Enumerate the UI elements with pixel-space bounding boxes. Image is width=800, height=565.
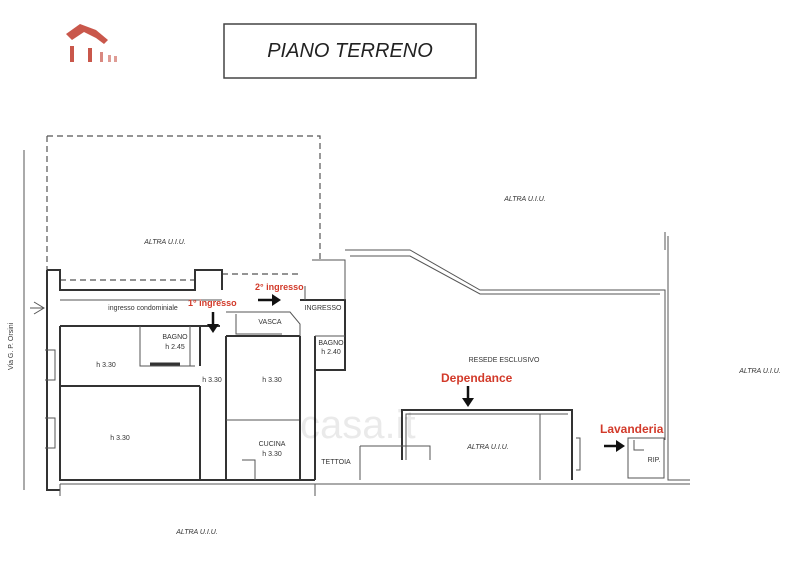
label-room-3-height: h 3.30 [110,435,130,442]
annotation-dependance: Dependance [441,371,513,385]
bottom-strip [59,483,690,496]
altra-uiu-right-top: ALTRA U.I.U. [503,196,546,203]
label-corridor-height: h 3.30 [202,377,222,384]
arrow-right-icon [604,440,625,452]
arrow-down-icon [462,386,474,407]
label-bagno-1: BAGNO [162,334,188,341]
label-cucina-height: h 3.30 [262,451,282,458]
annotation-primo-ingresso: 1° ingresso [188,298,237,308]
courtyard-walls [345,232,690,481]
arrow-right-icon [258,294,281,306]
altra-uiu-right: ALTRA U.I.U. [738,368,781,375]
label-resede: RESEDE ESCLUSIVO [469,357,540,364]
altra-uiu-bottom: ALTRA U.I.U. [175,529,218,536]
upper-unit-dashed [47,135,321,260]
label-cucina: CUCINA [259,441,286,448]
altra-uiu-top: ALTRA U.I.U. [143,239,186,246]
dependance-walls [359,409,581,480]
label-bagno-2: BAGNO [318,340,344,347]
label-bagno-1-height: h 2.45 [165,344,185,351]
label-ingresso-condominiale: ingresso condominiale [108,305,178,312]
label-room-1-height: h 3.30 [96,362,116,369]
label-bagno-2-height: h 2.40 [321,349,341,356]
arrow-down-icon [207,312,219,333]
altra-uiu-dependance: ALTRA U.I.U. [466,444,509,451]
annotation-lavanderia: Lavanderia [600,422,664,436]
logo-icon [66,24,117,62]
ripostiglio [627,437,665,479]
title-box [223,23,477,79]
street-label: Via G. P. Orsini [8,322,15,370]
label-ingresso: INGRESSO [305,305,343,312]
label-room-2-height: h 3.30 [262,377,282,384]
apartment-walls [45,259,346,491]
label-tettoia: TETTOIA [321,459,351,466]
page-title: PIANO TERRENO [267,40,433,62]
label-rip: RIP. [648,457,661,464]
entry-mark-icon [30,301,45,315]
watermark: casa.it [300,403,416,447]
annotation-secondo-ingresso: 2° ingresso [255,282,304,292]
label-vasca: VASCA [258,319,282,326]
